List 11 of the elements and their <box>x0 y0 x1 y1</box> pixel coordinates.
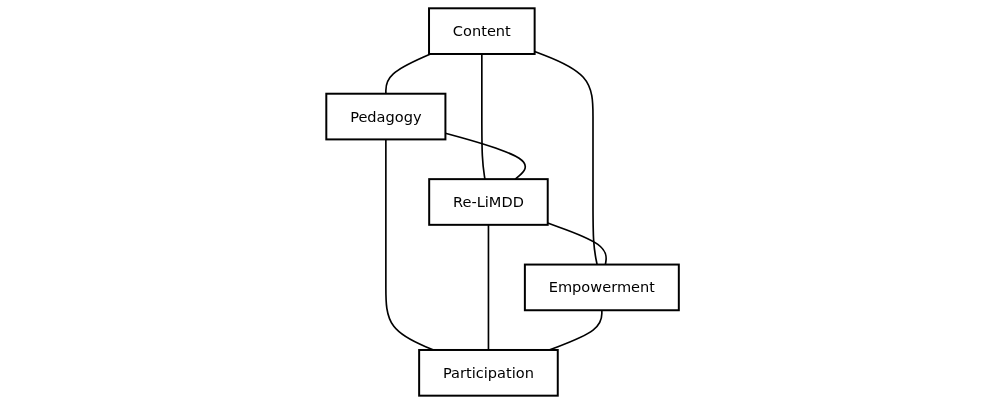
connector <box>534 50 599 265</box>
connector <box>385 52 432 95</box>
node-box: Participation <box>418 348 560 397</box>
connector <box>547 221 608 265</box>
node-box: Content <box>428 6 537 55</box>
node-box: Pedagogy <box>325 92 447 140</box>
connector <box>488 223 490 351</box>
connector <box>445 131 527 180</box>
node-box: Empowerment <box>524 263 681 311</box>
node-box: Re-LiMDD <box>428 177 550 226</box>
connector <box>481 52 487 180</box>
